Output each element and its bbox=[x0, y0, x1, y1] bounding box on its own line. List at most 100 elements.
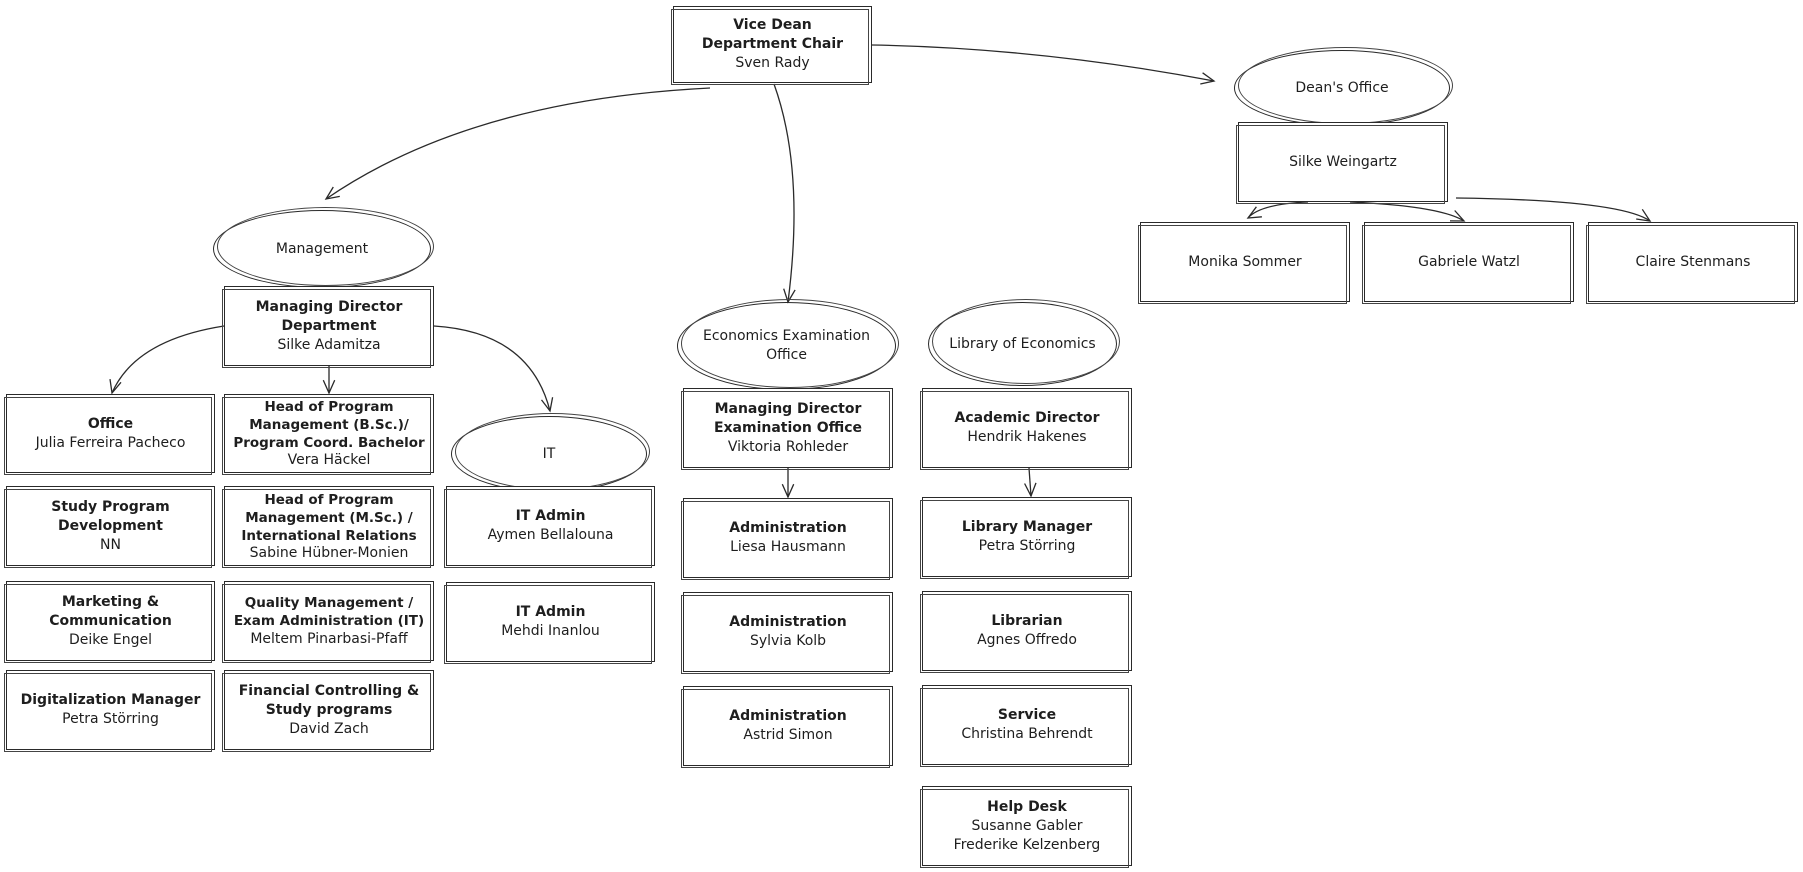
node-title: Administration bbox=[729, 708, 847, 724]
node-person: Petra Störring bbox=[978, 538, 1076, 554]
node-academic-director[interactable]: Academic Director Hendrik Hakenes bbox=[920, 388, 1132, 470]
node-person: Julia Ferreira Pacheco bbox=[35, 434, 186, 451]
edge-vicedean-exam-office bbox=[773, 83, 795, 303]
node-managing-director-department[interactable]: Managing Director Department Silke Adami… bbox=[222, 286, 434, 368]
group-label: Dean's Office bbox=[1295, 79, 1389, 96]
group-economics-examination-office[interactable]: Economics Examination Office bbox=[677, 299, 899, 390]
node-person: Susanne Gabler Frederike Kelzenberg bbox=[953, 817, 1101, 853]
edge-vicedean-management bbox=[325, 87, 711, 200]
node-silke-weingartz[interactable]: Silke Weingartz bbox=[1236, 122, 1448, 204]
node-title: Library Manager bbox=[961, 519, 1093, 535]
node-title: Help Desk bbox=[987, 798, 1067, 815]
node-title: Digitalization Manager bbox=[20, 692, 201, 708]
node-title: Academic Director bbox=[954, 410, 1100, 426]
node-gabriele-watzl[interactable]: Gabriele Watzl bbox=[1362, 222, 1574, 304]
edge-md-office-arrowhead bbox=[109, 379, 122, 395]
node-quality-management[interactable]: Quality Management / Exam Administration… bbox=[222, 581, 434, 663]
node-person: Deike Engel bbox=[68, 631, 153, 648]
node-it-admin-mehdi[interactable]: IT Admin Mehdi Inanlou bbox=[444, 582, 655, 664]
node-administration-liesa[interactable]: Administration Liesa Hausmann bbox=[681, 498, 893, 580]
node-monika-sommer[interactable]: Monika Sommer bbox=[1138, 222, 1350, 304]
edge-vicedean-deans-office-arrowhead bbox=[1200, 72, 1216, 85]
group-library-of-economics[interactable]: Library of Economics bbox=[928, 299, 1120, 386]
node-person: Sabine Hübner-Monien bbox=[249, 544, 409, 561]
group-it[interactable]: IT bbox=[451, 413, 650, 492]
node-title: Office bbox=[87, 415, 134, 432]
node-title: Head of Program Management (M.Sc.) / Int… bbox=[241, 491, 417, 544]
node-title: Service bbox=[997, 707, 1057, 723]
node-administration-astrid[interactable]: Administration Astrid Simon bbox=[681, 686, 893, 768]
node-title: Vice Dean Department Chair bbox=[701, 17, 844, 52]
node-person: Meltem Pinarbasi-Pfaff bbox=[250, 630, 408, 647]
node-person: Petra Störring bbox=[62, 711, 159, 727]
node-person: Mehdi Inanlou bbox=[501, 623, 600, 639]
edge-silke-gabriele bbox=[1349, 201, 1465, 222]
node-study-program-development[interactable]: Study Program Development NN bbox=[4, 486, 215, 568]
node-service[interactable]: Service Christina Behrendt bbox=[920, 685, 1132, 767]
node-person: Vera Häckel bbox=[287, 452, 371, 468]
node-title: Managing Director Department bbox=[255, 298, 403, 334]
node-person: Liesa Hausmann bbox=[730, 539, 846, 555]
node-person: Gabriele Watzl bbox=[1418, 253, 1520, 270]
node-head-program-bsc[interactable]: Head of Program Management (B.Sc.)/ Prog… bbox=[222, 394, 434, 475]
edge-vicedean-deans-office bbox=[871, 44, 1215, 82]
group-label: Management bbox=[275, 240, 369, 257]
group-label: Economics Examination Office bbox=[702, 328, 871, 363]
node-person: Christina Behrendt bbox=[961, 726, 1093, 742]
node-claire-stenmans[interactable]: Claire Stenmans bbox=[1586, 222, 1798, 304]
node-title: IT Admin bbox=[515, 508, 586, 524]
node-title: Financial Controlling & Study programs bbox=[238, 682, 420, 718]
edge-md-it bbox=[433, 325, 551, 412]
edge-silke-claire-arrowhead bbox=[1636, 208, 1652, 222]
node-person: Claire Stenmans bbox=[1635, 253, 1751, 270]
node-library-manager[interactable]: Library Manager Petra Störring bbox=[920, 497, 1132, 579]
group-management[interactable]: Management bbox=[213, 207, 434, 288]
node-office[interactable]: Office Julia Ferreira Pacheco bbox=[4, 394, 215, 475]
group-deans-office[interactable]: Dean's Office bbox=[1234, 47, 1453, 126]
node-person: Silke Weingartz bbox=[1289, 153, 1397, 170]
node-administration-sylvia[interactable]: Administration Sylvia Kolb bbox=[681, 592, 893, 674]
node-marketing-communication[interactable]: Marketing & Communication Deike Engel bbox=[4, 581, 215, 663]
node-title: IT Admin bbox=[515, 604, 586, 620]
node-title: Quality Management / Exam Administration… bbox=[233, 594, 425, 629]
node-person: David Zach bbox=[289, 720, 369, 737]
node-person: Sven Rady bbox=[735, 55, 810, 71]
edge-md-it-arrowhead bbox=[540, 397, 554, 413]
group-label: Library of Economics bbox=[949, 335, 1096, 352]
node-title: Managing Director Examination Office bbox=[713, 400, 863, 436]
edge-md-office bbox=[111, 325, 225, 394]
edge-academic-library-manager bbox=[1028, 467, 1032, 497]
node-title: Administration bbox=[729, 520, 847, 536]
node-person: Silke Adamitza bbox=[277, 336, 381, 353]
node-digitalization-manager[interactable]: Digitalization Manager Petra Störring bbox=[4, 670, 215, 752]
node-title: Marketing & Communication bbox=[49, 593, 172, 629]
edge-exam-md-admin-arrowhead bbox=[781, 483, 795, 499]
node-person: Hendrik Hakenes bbox=[967, 429, 1087, 445]
edge-silke-claire bbox=[1455, 197, 1651, 222]
node-vice-dean[interactable]: Vice Dean Department Chair Sven Rady bbox=[671, 6, 872, 85]
node-librarian[interactable]: Librarian Agnes Offredo bbox=[920, 591, 1132, 673]
node-person: Viktoria Rohleder bbox=[727, 438, 849, 455]
edge-academic-library-manager-arrowhead bbox=[1024, 482, 1037, 498]
node-head-program-msc[interactable]: Head of Program Management (M.Sc.) / Int… bbox=[222, 486, 434, 568]
node-md-examination-office[interactable]: Managing Director Examination Office Vik… bbox=[681, 388, 893, 470]
node-financial-controlling[interactable]: Financial Controlling & Study programs D… bbox=[222, 670, 434, 752]
edge-silke-monika-arrowhead bbox=[1246, 206, 1262, 219]
edge-md-head-bsc-arrowhead bbox=[322, 379, 336, 395]
node-title: Administration bbox=[729, 614, 847, 630]
node-person: Aymen Bellalouna bbox=[487, 527, 614, 543]
edge-silke-monika bbox=[1247, 201, 1309, 219]
edge-silke-gabriele-arrowhead bbox=[1449, 210, 1466, 222]
group-label: IT bbox=[542, 445, 556, 462]
node-title: Librarian bbox=[991, 613, 1063, 629]
node-it-admin-aymen[interactable]: IT Admin Aymen Bellalouna bbox=[444, 486, 655, 568]
node-person: Sylvia Kolb bbox=[749, 633, 827, 649]
node-person: Astrid Simon bbox=[743, 727, 833, 743]
node-person: Monika Sommer bbox=[1188, 253, 1302, 270]
node-title: Head of Program Management (B.Sc.)/ Prog… bbox=[233, 399, 425, 451]
node-help-desk[interactable]: Help Desk Susanne Gabler Frederike Kelze… bbox=[920, 786, 1132, 868]
edge-vicedean-management-arrowhead bbox=[324, 186, 340, 200]
node-person: NN bbox=[100, 536, 121, 553]
node-title: Study Program Development bbox=[51, 498, 170, 534]
